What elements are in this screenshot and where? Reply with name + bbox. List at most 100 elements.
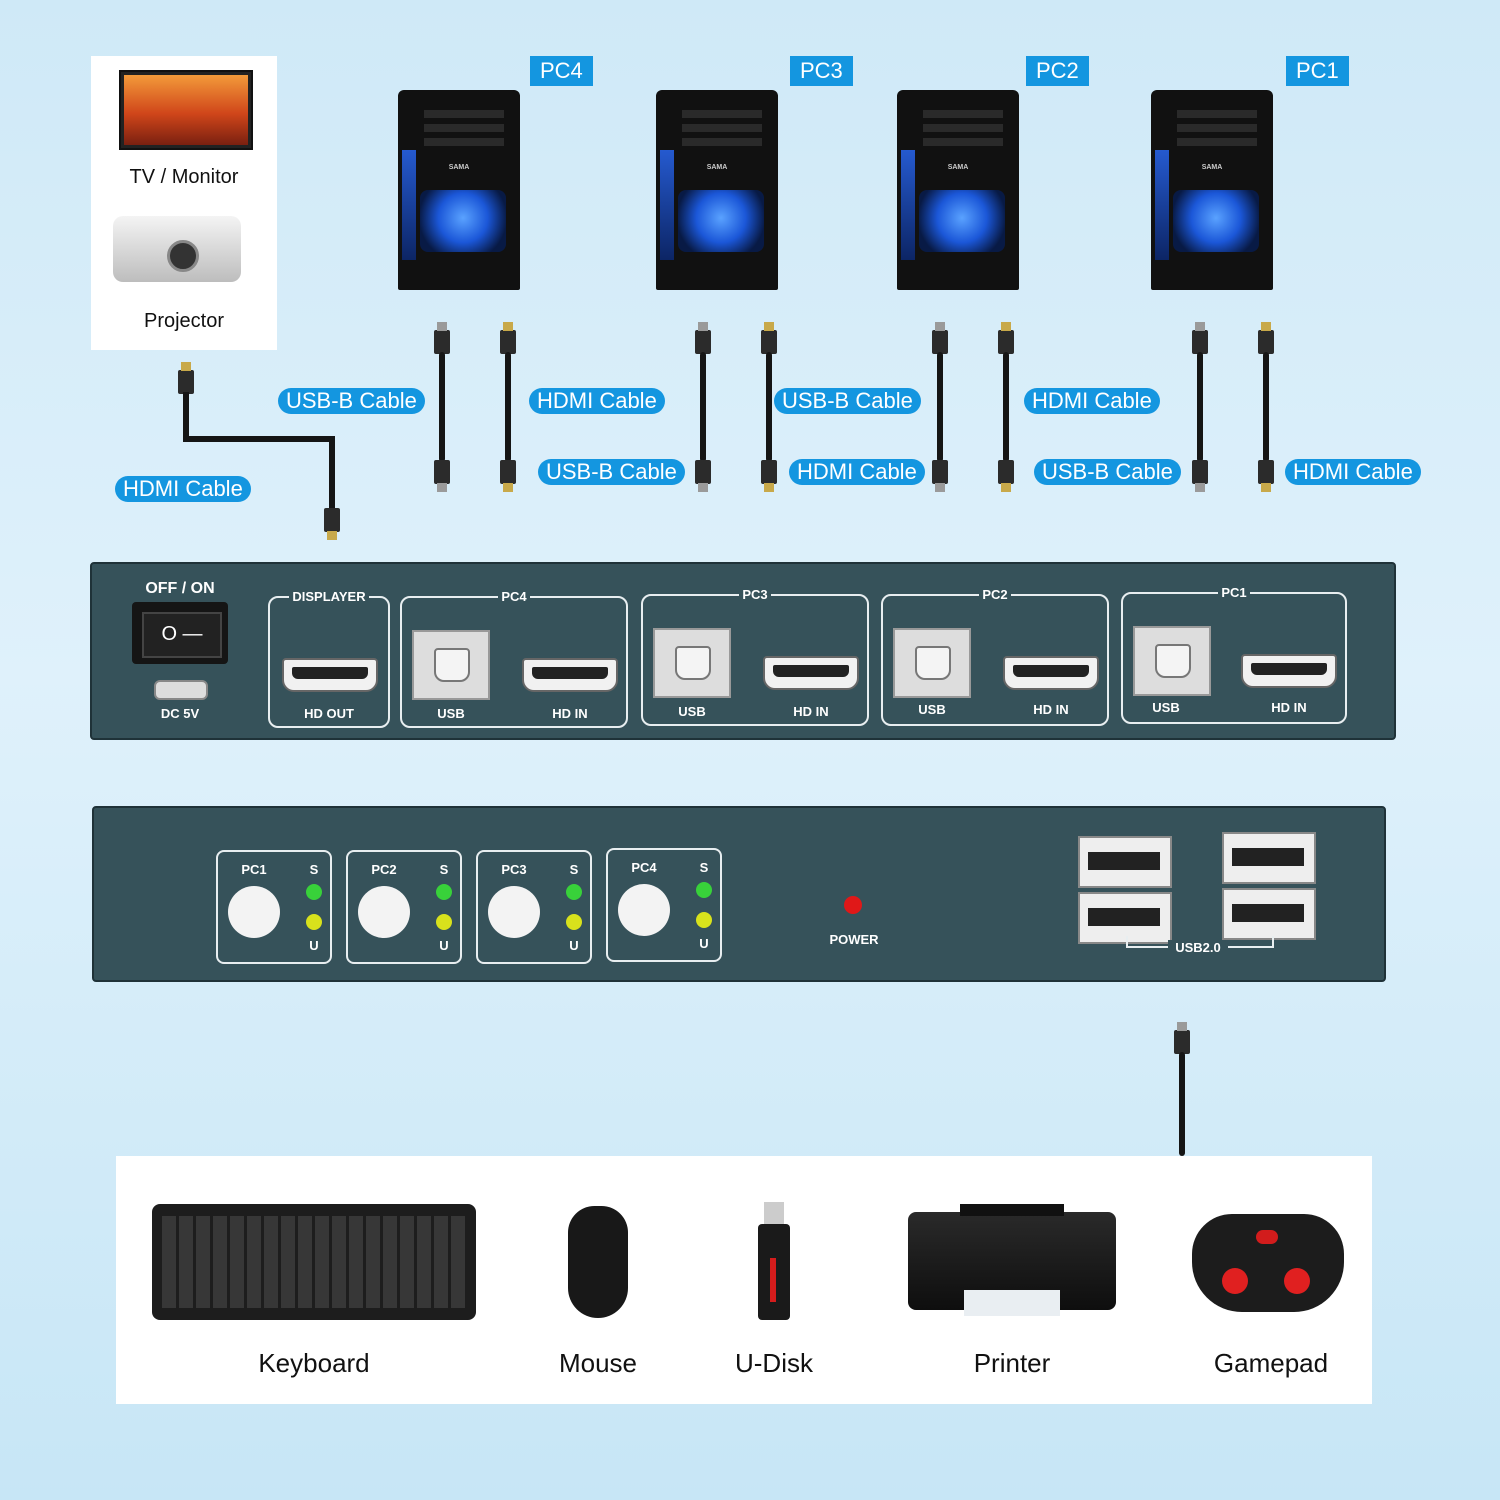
callout-pc2-usb: USB-B Cable [1034, 459, 1181, 485]
front-button-pc2-u: U [439, 938, 449, 953]
pc1-usb-plug-bottom [1192, 460, 1208, 492]
pc2-hd-in-label: HD IN [1033, 702, 1069, 717]
pc4-usb-plug-bottom [434, 460, 450, 492]
front-button-pc1[interactable]: PC1 S U [216, 850, 332, 964]
power-label: POWER [829, 932, 879, 947]
pc1-hdmi-cable [1263, 352, 1269, 462]
pc3-usb-label: USB [678, 704, 706, 719]
front-button-pc4[interactable]: PC4 S U [606, 848, 722, 962]
pc2-hdmi-plug-top [998, 322, 1014, 354]
pc4-brand: SAMA [448, 164, 470, 171]
pc1-s-led [306, 884, 322, 900]
pc2-hd-in-port[interactable] [1003, 656, 1099, 690]
pc3-u-led [566, 914, 582, 930]
front-button-pc1-s: S [309, 862, 319, 877]
callout-pc4-usb: USB-B Cable [278, 388, 425, 414]
pc3-usb-b-port[interactable] [653, 628, 731, 698]
pc4-tower: SAMA [398, 90, 520, 290]
pc4-usb-plug-top [434, 322, 450, 354]
u-disk-label: U-Disk [735, 1348, 813, 1378]
pc4-usb-b-port[interactable] [412, 630, 490, 700]
gamepad-label: Gamepad [1213, 1348, 1329, 1378]
pc3-s-led [566, 884, 582, 900]
front-button-pc4-s: S [699, 860, 709, 875]
pc4-usb-label: USB [437, 706, 465, 721]
front-button-pc3-u: U [569, 938, 579, 953]
pc1-usb-plug-top [1192, 322, 1208, 354]
display-hdmi-plug-top [178, 362, 194, 394]
pc1-hdmi-plug-bottom [1258, 460, 1274, 492]
front-button-pc3-label: PC3 [501, 862, 527, 877]
usb-port-4[interactable] [1222, 888, 1316, 940]
pc1-usb-label: USB [1152, 700, 1180, 715]
rear-group-pc2-title: PC2 [979, 587, 1011, 602]
display-hdmi-cable-horizontal [183, 436, 335, 442]
callout-pc4-hdmi: HDMI Cable [529, 388, 665, 414]
pc2-tower: SAMA [897, 90, 1019, 290]
projector-icon [113, 216, 241, 282]
rear-group-pc4-title: PC4 [498, 589, 530, 604]
peripherals-card: Keyboard Mouse U-Disk Printer Gamepad [116, 1156, 1372, 1404]
kvm-rear-panel: OFF / ON O — DC 5V DISPLAYER HD OUT PC4 … [90, 562, 1396, 740]
front-button-pc3[interactable]: PC3 S U [476, 850, 592, 964]
pc4-s-led [696, 882, 712, 898]
pc1-select-button[interactable] [228, 886, 280, 938]
kvm-front-panel: PC1 S U PC2 S U PC3 S U PC4 S U POWER US… [92, 806, 1386, 982]
peripheral-usb-cable [1179, 1052, 1185, 1156]
power-switch-label: OFF / ON [145, 580, 215, 597]
hd-out-port[interactable] [282, 658, 378, 692]
pc3-select-button[interactable] [488, 886, 540, 938]
callout-pc2-hdmi-top: HDMI Cable [1024, 388, 1160, 414]
pc2-usb-b-port[interactable] [893, 628, 971, 698]
front-button-pc2[interactable]: PC2 S U [346, 850, 462, 964]
pc3-tag: PC3 [790, 56, 853, 86]
rear-group-pc2: PC2 USB HD IN [881, 587, 1109, 726]
power-switch[interactable]: O — [132, 602, 228, 664]
pc3-hdmi-plug-bottom [761, 460, 777, 492]
pc4-hdmi-plug-bottom [500, 460, 516, 492]
pc4-hd-in-label: HD IN [552, 706, 588, 721]
displayer-group: DISPLAYER HD OUT [268, 589, 390, 728]
pc3-hd-in-label: HD IN [793, 704, 829, 719]
tv-monitor-label: TV / Monitor [129, 166, 239, 188]
printer-icon [908, 1204, 1116, 1316]
pc2-select-button[interactable] [358, 886, 410, 938]
callout-pc3-usb-top: USB-B Cable [774, 388, 921, 414]
usb-port-1[interactable] [1078, 836, 1172, 888]
keyboard-label: Keyboard [258, 1348, 370, 1378]
pc4-hd-in-port[interactable] [522, 658, 618, 692]
usb-port-2[interactable] [1078, 892, 1172, 944]
rear-group-pc3-title: PC3 [739, 587, 771, 602]
pc4-tag: PC4 [530, 56, 593, 86]
pc4-hdmi-plug-top [500, 322, 516, 354]
pc3-brand: SAMA [706, 164, 728, 171]
pc4-usb-cable [439, 352, 445, 462]
pc2-usb-cable [937, 352, 943, 462]
u-disk-icon [758, 1202, 790, 1320]
power-led [844, 896, 862, 914]
dc-port[interactable] [154, 680, 208, 700]
pc3-usb-plug-top [695, 322, 711, 354]
mouse-icon [568, 1206, 628, 1318]
pc1-hd-in-port[interactable] [1241, 654, 1337, 688]
pc4-select-button[interactable] [618, 884, 670, 936]
pc4-hdmi-cable [505, 352, 511, 462]
pc1-brand: SAMA [1201, 164, 1223, 171]
usb2-label: USB2.0 [1168, 940, 1228, 955]
pc2-hdmi-plug-bottom [998, 460, 1014, 492]
dc-label: DC 5V [160, 706, 200, 721]
pc1-usb-b-port[interactable] [1133, 626, 1211, 696]
pc2-hdmi-cable [1003, 352, 1009, 462]
printer-label: Printer [973, 1348, 1051, 1378]
pc2-usb-plug-top [932, 322, 948, 354]
pc1-tag: PC1 [1286, 56, 1349, 86]
pc1-hd-in-label: HD IN [1271, 700, 1307, 715]
peripheral-usb-plug [1174, 1022, 1190, 1054]
pc3-hd-in-port[interactable] [763, 656, 859, 690]
usb-port-3[interactable] [1222, 832, 1316, 884]
front-button-pc3-s: S [569, 862, 579, 877]
pc3-hdmi-plug-top [761, 322, 777, 354]
pc3-usb-plug-bottom [695, 460, 711, 492]
front-button-pc1-u: U [309, 938, 319, 953]
pc2-tag: PC2 [1026, 56, 1089, 86]
